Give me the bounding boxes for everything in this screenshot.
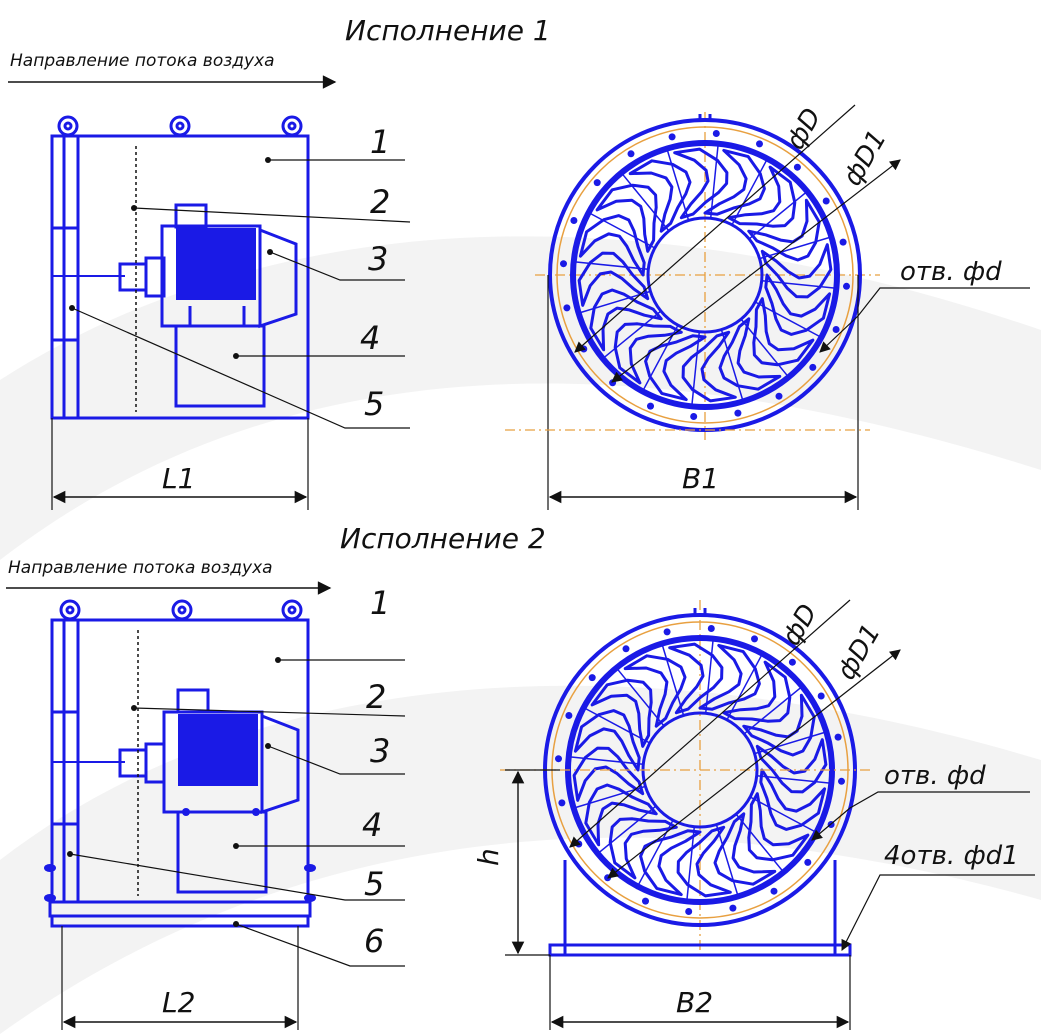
holes-label: отв. фd (900, 257, 1002, 287)
flange-bolt (775, 392, 783, 400)
dim-l1: L1 (162, 462, 195, 495)
callout-5: 5 (364, 385, 384, 423)
flange-bolt (563, 304, 571, 312)
flange-bolt (690, 413, 698, 420)
flange-bolt (822, 197, 830, 205)
flange-bolt (834, 733, 842, 741)
flange-bolt (751, 635, 758, 643)
dim-d1-label: фD1 (837, 125, 892, 191)
variant-2-title: Исполнение 2 (340, 522, 546, 555)
variant-2-flow-label: Направление потока воздуха (8, 558, 273, 578)
flange-bolt (622, 645, 630, 653)
flange-bolt (756, 140, 763, 148)
callout-6: 6 (364, 922, 384, 960)
callout-2: 2 (366, 678, 386, 716)
dim-h: h (472, 848, 505, 866)
variant-2-height-dimension: h (472, 769, 560, 956)
variant-1-flow-label: Направление потока воздуха (10, 51, 275, 71)
variant-1-length-dimension: L1 (51, 418, 309, 510)
variant-1-title: Исполнение 1 (345, 14, 551, 47)
flange-bolt (729, 904, 737, 912)
flange-bolt (843, 282, 850, 290)
flange-bolt (593, 179, 601, 187)
flange-bolt (838, 777, 845, 785)
flange-bolt (793, 163, 801, 171)
variant-2-callouts: 1 2 3 4 5 6 (67, 584, 406, 967)
flange-bolt (770, 887, 778, 895)
callout-1: 1 (370, 123, 390, 161)
flange-bolt (817, 692, 825, 700)
flange-bolt (642, 897, 649, 905)
flange-bolt (560, 260, 567, 268)
dim-d-label: фD (776, 599, 823, 651)
variant-2-width-dimension: B2 (549, 955, 851, 1030)
variant-2-length-dimension: L2 (61, 926, 299, 1030)
base-holes-label: 4отв. фd1 (884, 841, 1019, 871)
callout-4: 4 (360, 319, 380, 357)
callout-2: 2 (370, 183, 390, 221)
dim-l2: L2 (162, 986, 195, 1019)
flange-bolt (707, 625, 715, 632)
flange-bolt (663, 628, 671, 636)
variant-1-callouts: 1 2 3 4 5 (69, 123, 411, 429)
flange-bolt (604, 874, 612, 882)
flange-bolt (712, 130, 720, 137)
flange-bolt (734, 409, 742, 417)
callout-5: 5 (364, 865, 384, 903)
flange-bolt (685, 908, 693, 915)
callout-1: 1 (370, 584, 390, 622)
impeller-blade (673, 147, 729, 220)
dim-b2: B2 (676, 986, 713, 1019)
flange-bolt (570, 217, 578, 224)
flange-bolt (555, 755, 562, 763)
callout-3: 3 (368, 240, 388, 278)
flange-bolt (832, 326, 840, 333)
flange-bolt (809, 363, 817, 371)
dim-d1-label: фD1 (831, 619, 886, 685)
variant-2-group: Исполнение 2 Направление потока воздуха (6, 429, 1035, 1030)
variant-1-side-view (50, 115, 310, 420)
callout-4: 4 (362, 806, 382, 844)
flange-bolt (839, 238, 847, 246)
flange-bolt (804, 858, 812, 866)
holes-label: отв. фd (884, 761, 986, 791)
flange-bolt (647, 402, 654, 410)
flange-bolt (627, 150, 635, 158)
flange-bolt (558, 799, 566, 807)
flange-bolt (565, 712, 573, 719)
variant-1-width-dimension: B1 (547, 275, 859, 510)
callout-3: 3 (370, 732, 390, 770)
flange-bolt (788, 658, 796, 666)
flange-bolt (668, 133, 676, 141)
dim-d-label: фD (780, 103, 827, 155)
dim-b1: B1 (682, 462, 719, 495)
flange-bolt (588, 674, 596, 682)
